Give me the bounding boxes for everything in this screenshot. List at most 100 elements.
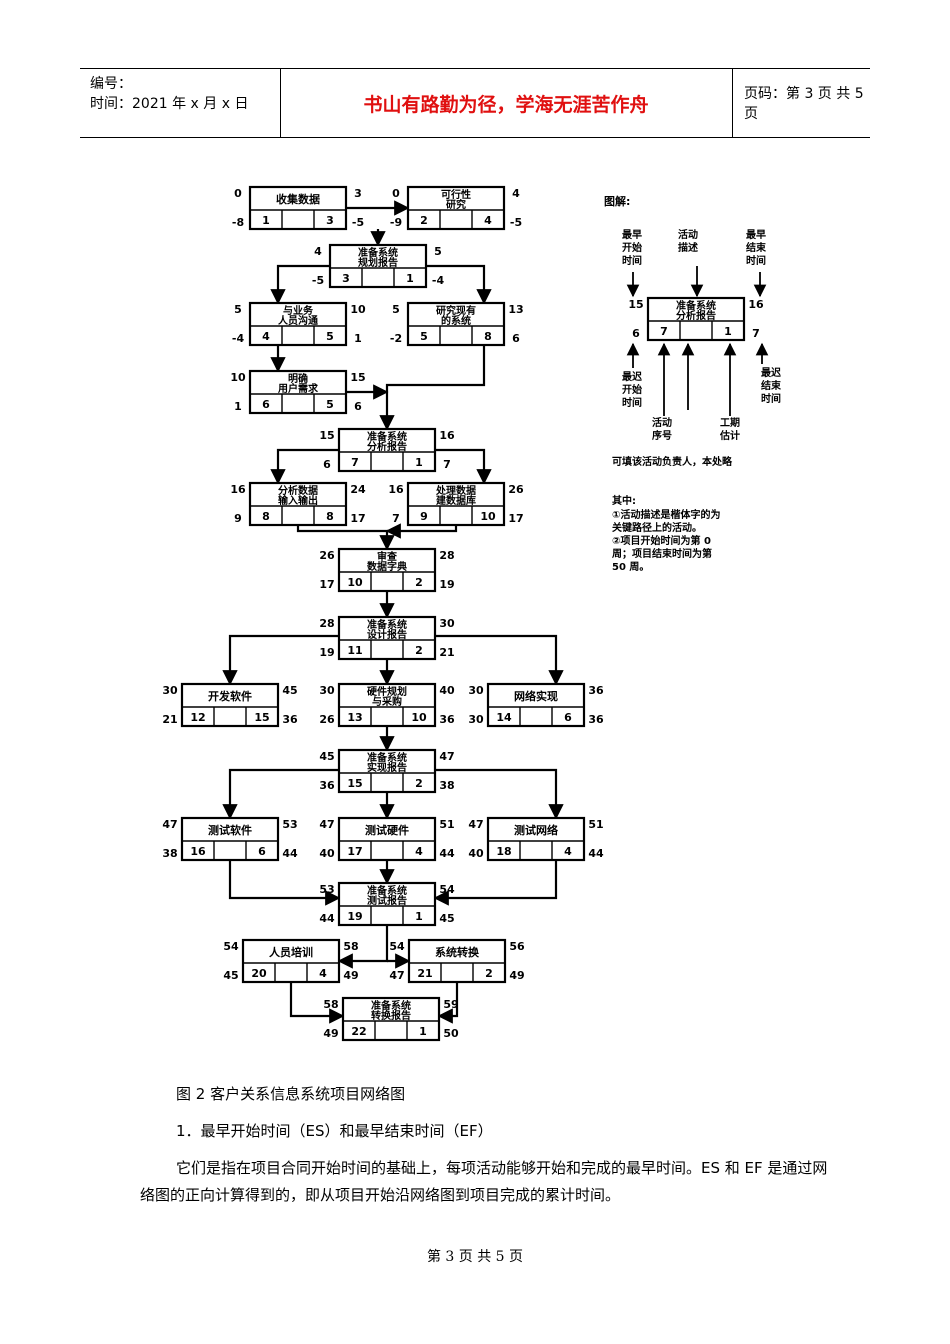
node-box [180,682,280,728]
node-ls: 6 [323,458,331,471]
node-duration: 1 [419,1025,427,1038]
node-es: 16 [388,483,404,496]
diagram-arrows [222,200,564,1024]
section-heading: 1．最早开始时间（ES）和最早结束时间（EF） [176,1122,493,1140]
node-duration: 5 [326,398,334,411]
node-box [248,185,348,231]
node-ef: 26 [508,483,524,496]
legend-ef-label: 结束 [746,241,767,254]
node-box [241,938,341,984]
node-es: 30 [162,684,178,697]
node-duration: 2 [415,576,423,589]
node-ef: 45 [282,684,297,697]
node-ls: 49 [323,1027,338,1040]
arrow [435,448,492,485]
arrow [270,264,330,305]
node-ef: 28 [439,549,454,562]
node-name: 设计报告 [367,628,407,641]
node-box [337,615,437,661]
node-ef: 15 [350,371,365,384]
node-ef: 16 [439,429,455,442]
node-box [341,996,441,1042]
node-box [248,369,348,415]
node-name: 转换报告 [371,1009,411,1022]
node-seq: 10 [347,576,363,589]
node-ls: 7 [392,512,400,525]
node-ef: 59 [443,998,458,1011]
node-box [486,816,586,862]
node-seq: 5 [420,330,428,343]
node-lf: 44 [439,847,455,860]
node-lf: 45 [439,912,454,925]
node-ef: 56 [509,940,525,953]
node-ls: 40 [319,847,335,860]
node-lf: -4 [432,274,445,287]
node-ef: 58 [343,940,358,953]
node-lf: 6 [512,332,520,345]
node-ls: 6 [632,327,640,340]
node-seq: 9 [420,510,428,523]
legend-ls-label: 开始 [622,383,642,396]
node-lf: 21 [439,646,454,659]
node-duration: 15 [254,711,269,724]
node-seq: 4 [262,330,270,343]
node-es: 54 [223,940,239,953]
legend-es-label: 最早 [622,229,642,241]
node-name: 测试软件 [208,823,252,837]
node-ls: 45 [223,969,238,982]
header-page-number: 页码：第 3 页 共 5 页 [744,86,864,122]
node-seq: 11 [347,644,362,657]
node-duration: 4 [415,845,423,858]
legend-dur-label: 估计 [719,429,740,442]
node-es: 15 [628,298,643,311]
node-ls: 36 [319,779,335,792]
node-box [180,816,280,862]
node-name: 建数据库 [435,494,476,507]
node-ef: 4 [512,187,520,200]
node-ef: 54 [439,883,455,896]
node-duration: 4 [319,967,327,980]
node-name: 硬件规划 [367,685,407,698]
node-box [406,185,506,231]
node-duration: 4 [564,845,572,858]
arrow [435,768,564,820]
node-es: 4 [314,245,322,258]
node-name: 的系统 [441,314,471,327]
node-ls: 1 [234,400,242,413]
node-duration: 2 [415,644,423,657]
node-seq: 12 [190,711,205,724]
node-lf: 7 [752,327,760,340]
node-duration: 8 [484,330,492,343]
node-seq: 16 [190,845,206,858]
arrow [289,982,345,1024]
node-es: 54 [389,940,405,953]
legend-seq-label: 序号 [652,429,672,442]
node-box [406,301,506,347]
node-es: 26 [319,549,335,562]
node-es: 30 [468,684,484,697]
legend-note-line: ①活动描述是楷体字的为 [612,508,720,521]
node-lf: 38 [439,779,454,792]
node-seq: 14 [496,711,512,724]
node-name: 输入输出 [278,494,318,507]
legend-note-line: 50 周。 [612,561,649,573]
node-lf: 49 [509,969,524,982]
body-paragraph: 它们是指在项目合同开始时间的基础上，每项活动能够开始和完成的最早时间。ES 和 … [140,1159,828,1204]
node-ls: 38 [162,847,177,860]
legend-lf-label: 时间 [761,392,781,405]
node-es: 30 [319,684,335,697]
node-duration: 1 [415,910,423,923]
node-seq: 1 [262,214,270,227]
node-duration: 1 [406,272,414,285]
legend-note-line: 关键路径上的活动。 [612,521,702,534]
node-name: 系统转换 [435,945,480,959]
legend-es-label: 时间 [622,254,642,267]
